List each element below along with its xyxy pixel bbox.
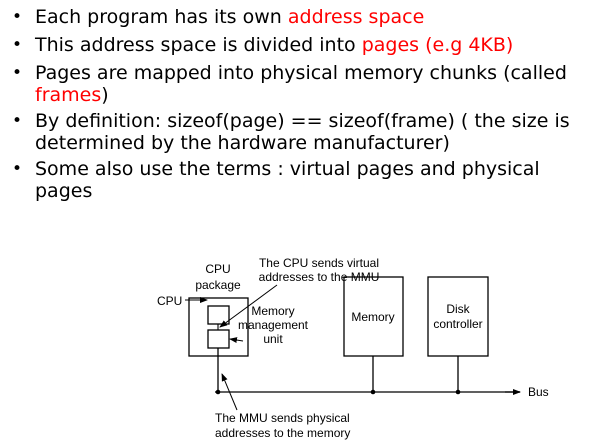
bottom-caption-line2: addresses to the memory [215,426,350,440]
top-caption-arrow [219,284,278,328]
bullet-dot-icon: • [12,7,23,27]
bullet-item: • This address space is divided into page… [12,34,590,56]
disk-controller-box [427,276,489,357]
bullet-dot-icon: • [12,111,23,131]
disk-label-line1: Disk [446,302,470,316]
top-caption-line1: The CPU sends virtual [259,256,379,270]
bullet-text-3-0: By definition: sizeof(page) == sizeof(fr… [35,110,570,154]
mmu-bus-junction [215,389,221,395]
memory-bus-junction [370,389,376,395]
bullet-dot-icon: • [12,159,23,179]
mmu-label-line3: unit [263,332,283,346]
bottom-caption-arrow [221,373,238,411]
bullet-text-0-0: Each program has its own [35,6,288,28]
highlight-text-2-1: frames [35,84,102,106]
bullet-text-1-0: This address space is divided into [35,34,362,56]
bullet-text-2-0: Pages are mapped into physical memory ch… [35,62,567,84]
memory-box [343,276,404,357]
mmu-label-line1: Memory [251,304,294,318]
bullet-text-2-2: ) [101,84,109,106]
bullet-item: • Pages are mapped into physical memory c… [12,62,590,106]
cpu-package-label-line1: CPU [205,262,230,276]
bus-label: Bus [528,385,549,399]
mmu-label-line2: management [238,318,309,332]
cpu-box [207,305,230,325]
bullet-text-4-0: Some also use the terms : virtual pages … [35,158,540,202]
bullet-dot-icon: • [12,35,23,55]
disk-bus-junction [455,389,461,395]
memory-label: Memory [351,310,394,324]
cpu-label: CPU [157,294,182,308]
bullet-dot-icon: • [12,63,23,83]
highlight-text-0-1: address space [287,6,425,28]
cpu-package-label-line2: package [195,278,241,292]
disk-label-line2: controller [433,317,482,331]
bottom-caption-line1: The MMU sends physical [215,411,350,425]
bullet-item: • Each program has its own address space [12,6,590,28]
top-caption-line2: addresses to the MMU [259,270,380,284]
bullet-item: • Some also use the terms : virtual pages… [12,158,590,202]
highlight-text-1-1: pages (e.g 4KB) [361,34,514,56]
bullet-item: • By definition: sizeof(page) == sizeof(f… [12,110,590,154]
mmu-pointer-arrow [229,337,244,344]
mmu-box [207,329,230,349]
bullet-list: •Each program has its own address space … [12,6,590,208]
